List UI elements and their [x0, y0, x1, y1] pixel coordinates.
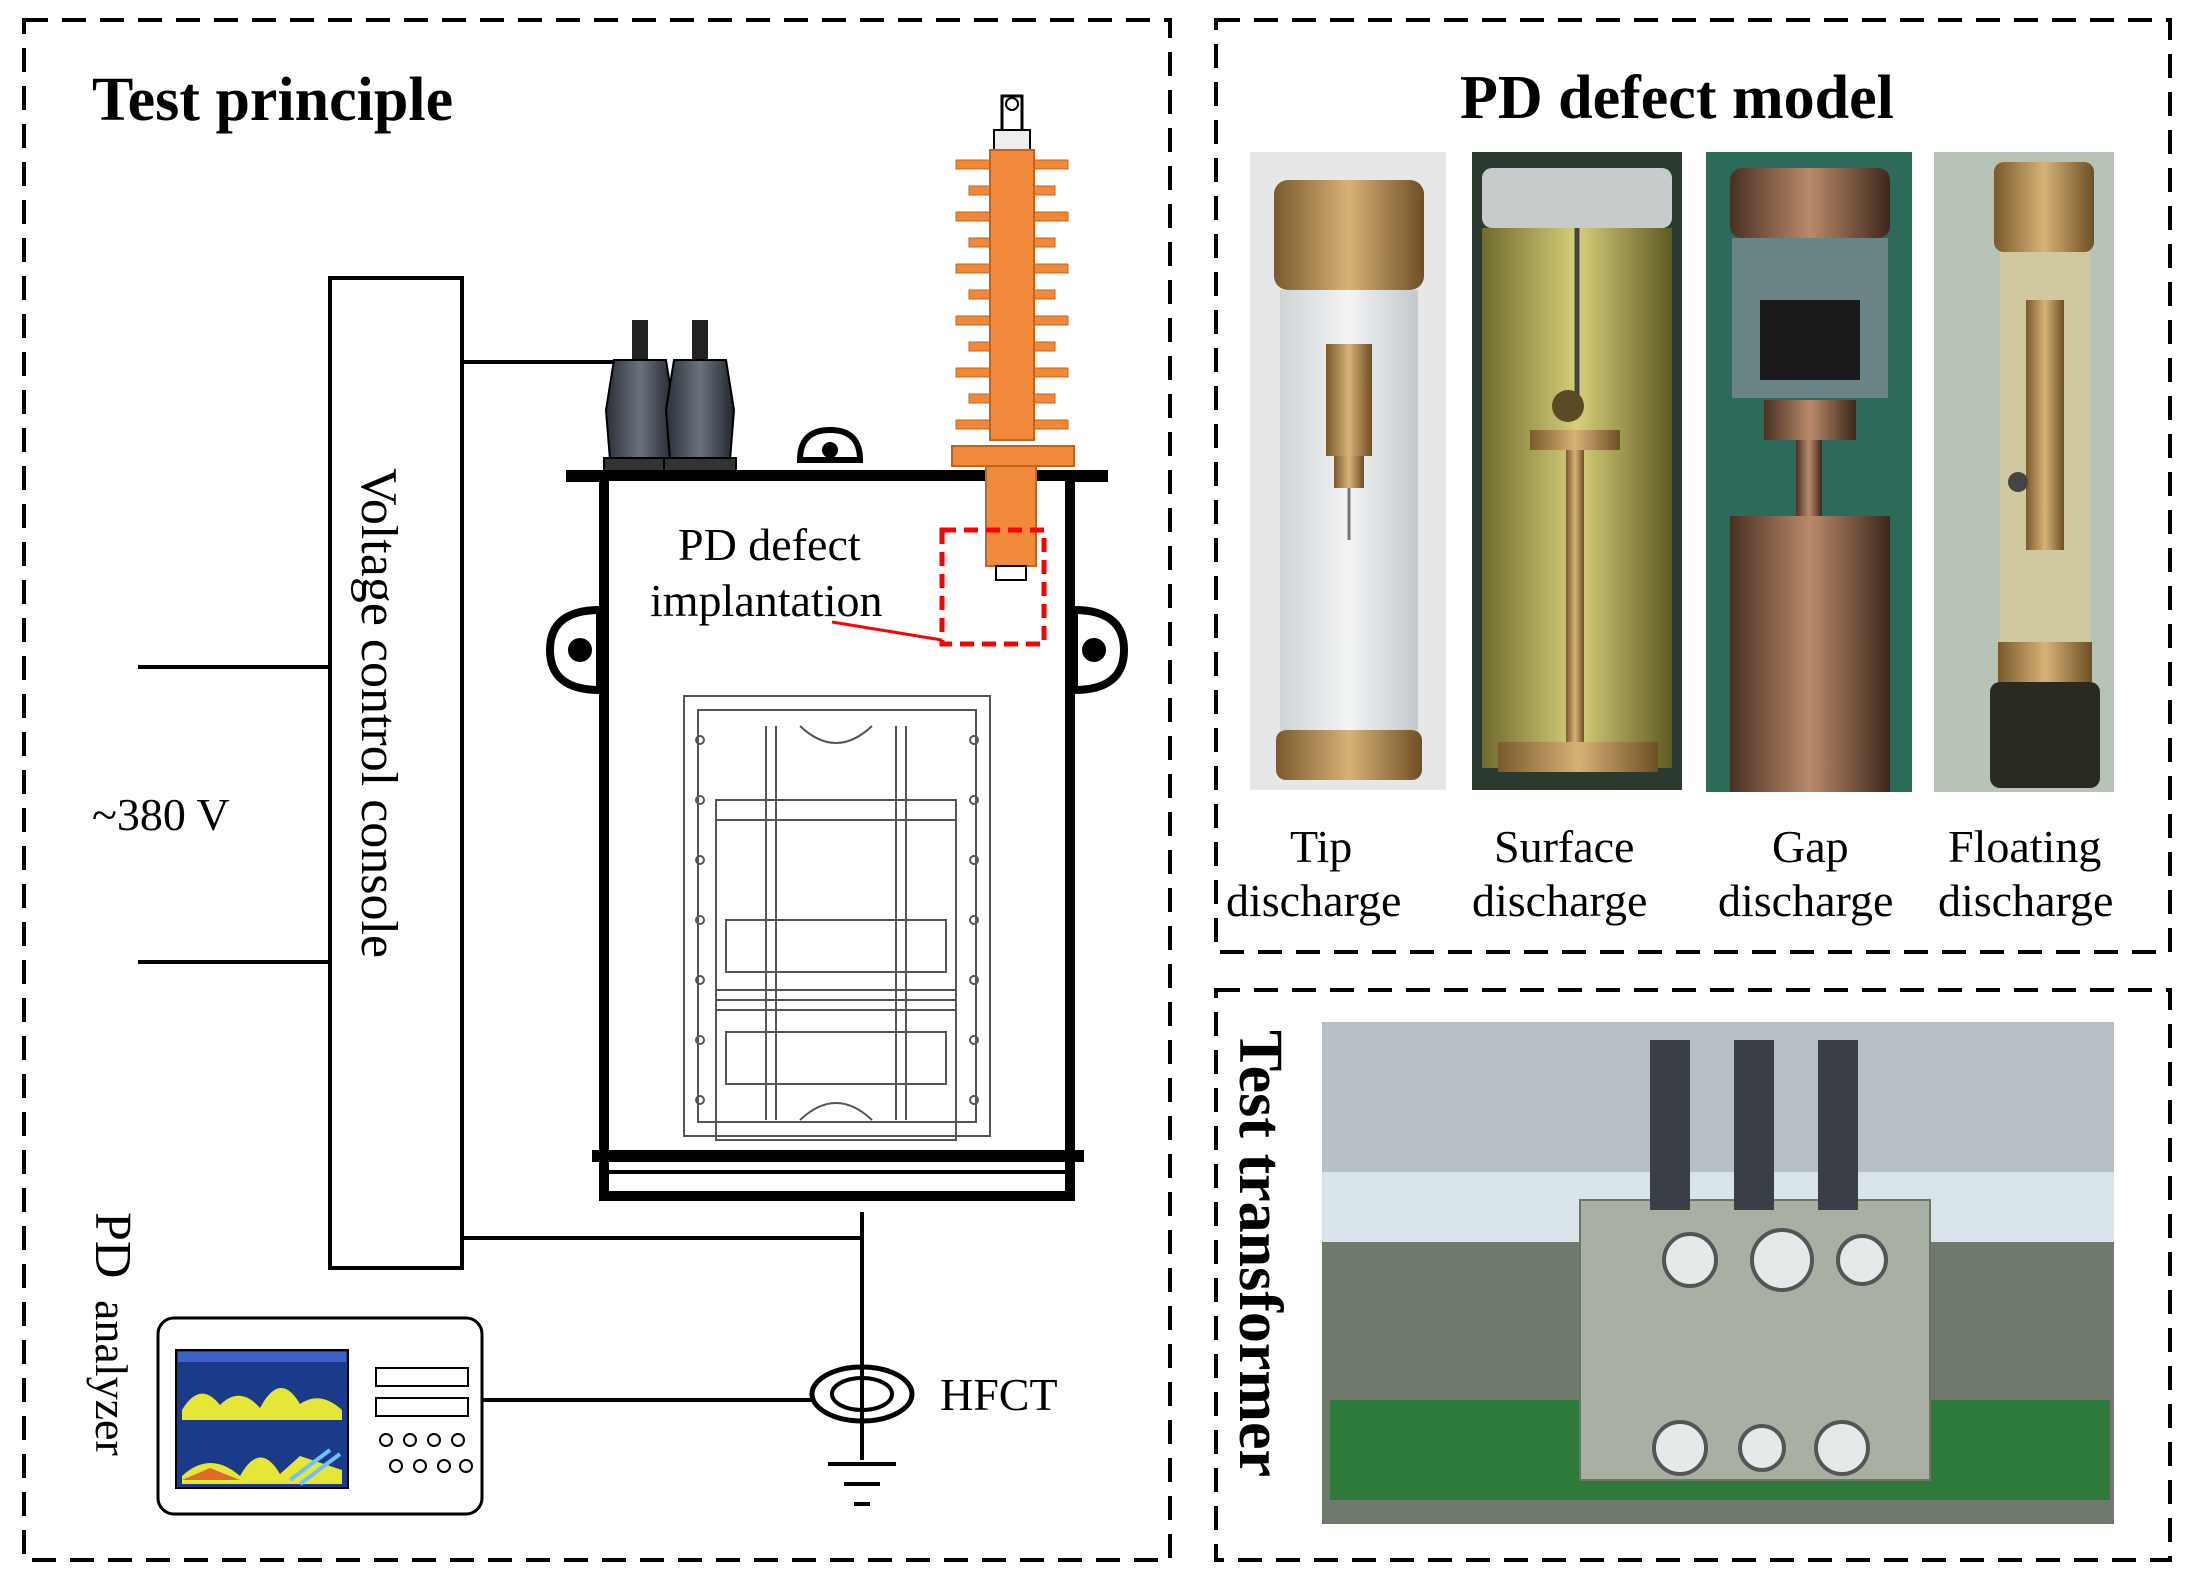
analyzer-label-line2: analyzer	[86, 1300, 137, 1456]
principle-title: Test principle	[92, 66, 453, 134]
tip-discharge-photo	[1250, 152, 1446, 790]
defect-label-line1: PD defect	[678, 519, 861, 570]
transformer-tank	[545, 470, 1129, 1201]
defect-model-panel: PD defect model	[1214, 18, 2172, 954]
gap-label-line1: Gap	[1772, 821, 1849, 872]
gap-label-line2: discharge	[1718, 875, 1893, 926]
defect-panel-border	[1214, 18, 2172, 954]
voltage-control-console	[328, 276, 464, 1270]
defect-implantation-box	[939, 527, 1047, 647]
floating-label-line1: Floating	[1948, 821, 2101, 872]
principle-panel-border	[22, 18, 1172, 1562]
transformer-panel-border	[1214, 988, 2172, 1562]
pd-analyzer-device	[156, 1316, 484, 1516]
tip-label-line1: Tip	[1290, 821, 1352, 872]
hv-bushing	[951, 94, 1075, 581]
test-transformer-panel: Test transformer	[1214, 988, 2172, 1562]
test-principle-panel: Test principle ~380 V Voltage control co…	[22, 18, 1172, 1562]
console-label: Voltage control console	[350, 468, 407, 958]
lug-hole	[822, 442, 838, 458]
floating-label-line2: discharge	[1938, 875, 2113, 926]
test-transformer-photo	[1322, 1022, 2114, 1524]
lv-bushings	[603, 320, 737, 485]
surface-label-line2: discharge	[1472, 875, 1647, 926]
floating-discharge-photo	[1934, 152, 2114, 792]
tip-label-line2: discharge	[1226, 875, 1401, 926]
ground-symbol-icon	[828, 1462, 896, 1506]
hfct-sensor-icon	[809, 1364, 915, 1424]
analyzer-label-line1: PD	[84, 1212, 141, 1278]
hfct-label: HFCT	[940, 1369, 1058, 1420]
supply-voltage-label: ~380 V	[92, 789, 230, 840]
surface-discharge-photo	[1472, 152, 1682, 790]
defect-panel-title: PD defect model	[1460, 64, 1894, 132]
core-and-coils-drawing	[683, 695, 991, 1141]
defect-label-line2: implantation	[650, 575, 883, 626]
gap-discharge-photo	[1706, 152, 1912, 792]
defect-pointer-line	[831, 620, 943, 642]
transformer-panel-title: Test transformer	[1226, 1030, 1294, 1477]
surface-label-line1: Surface	[1494, 821, 1634, 872]
